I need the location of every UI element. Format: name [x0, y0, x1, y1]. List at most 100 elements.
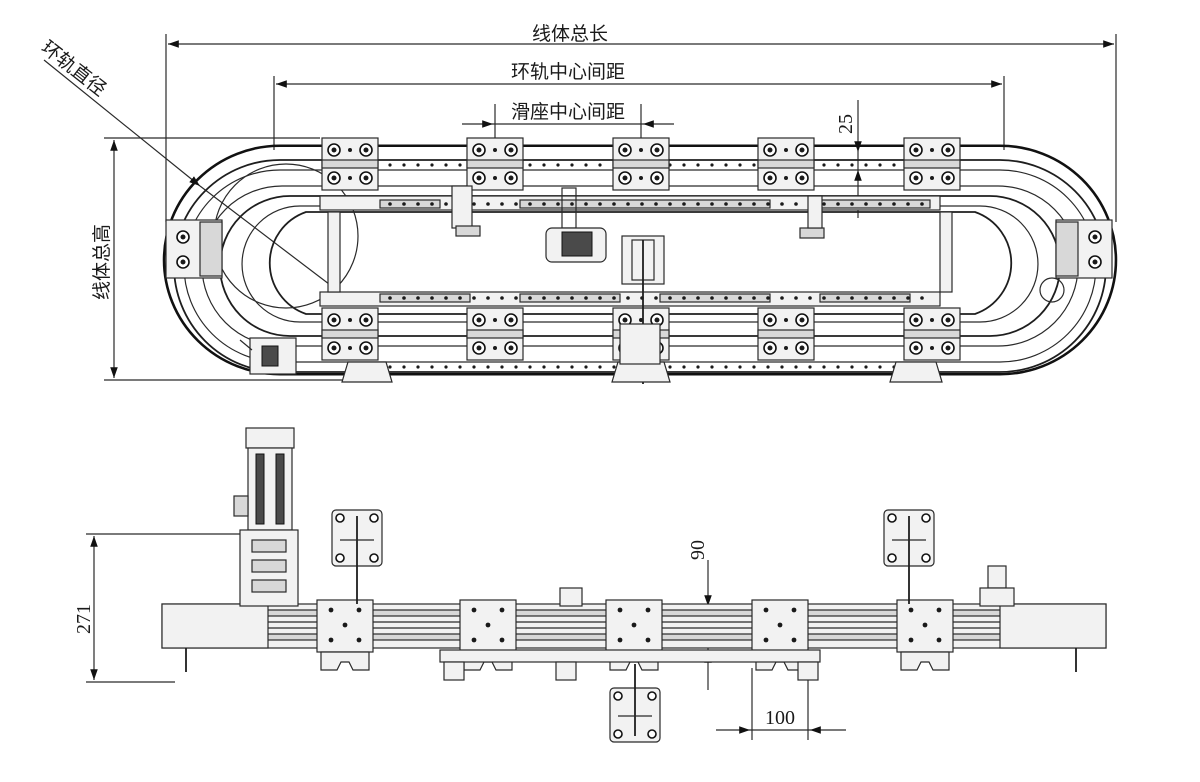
rail-hole: [458, 163, 462, 167]
slider-bolt-center: [945, 175, 951, 181]
rail-hole: [444, 163, 448, 167]
rail-hole: [458, 365, 462, 369]
rail-hole: [724, 202, 728, 206]
side-slider-hole: [936, 607, 942, 613]
side-slider-hole: [908, 637, 914, 643]
rail-hole: [514, 296, 518, 300]
rail-hole: [878, 365, 882, 369]
slider-band: [757, 329, 815, 339]
side-slider: [316, 599, 374, 671]
slider-bolt-center: [331, 317, 337, 323]
rail-hole: [472, 202, 476, 206]
rail-hole: [808, 365, 812, 369]
rail-hole: [850, 163, 854, 167]
side-slider-hole: [908, 607, 914, 613]
slider-bolt-center: [799, 147, 805, 153]
rail-hole: [612, 202, 616, 206]
rail-hole: [836, 365, 840, 369]
rail-hole: [514, 365, 518, 369]
rail-hole: [752, 163, 756, 167]
slider-bolt-center: [767, 147, 773, 153]
rail-hole: [500, 296, 504, 300]
rail-hole: [612, 365, 616, 369]
rail-hole: [696, 163, 700, 167]
rail-hole: [850, 296, 854, 300]
rail-hole: [710, 163, 714, 167]
rail-hole: [864, 202, 868, 206]
side-slider-hole: [328, 607, 334, 613]
rail-hole: [850, 202, 854, 206]
side-slider-hole: [922, 622, 928, 628]
slider-bolt-center: [331, 345, 337, 351]
rail-hole: [528, 202, 532, 206]
rail-hole: [738, 296, 742, 300]
slider-pin: [639, 176, 643, 180]
slider-bolt-center: [767, 317, 773, 323]
rail-hole: [710, 365, 714, 369]
slider-pin: [348, 318, 352, 322]
slider-bolt-center: [913, 317, 919, 323]
slider-pin: [639, 148, 643, 152]
slider-bolt-center: [799, 317, 805, 323]
rail-hole: [458, 296, 462, 300]
slider-bolt-center: [622, 317, 628, 323]
rail-hole: [416, 202, 420, 206]
slider-bolt-center: [476, 317, 482, 323]
side-slider-hole: [617, 637, 623, 643]
rail-hole: [696, 202, 700, 206]
rail-hole: [682, 365, 686, 369]
rail-hole: [878, 163, 882, 167]
slider-pin: [493, 148, 497, 152]
slider-bolt-center: [799, 175, 805, 181]
rail-hole: [654, 202, 658, 206]
slider-pin: [930, 148, 934, 152]
rail-hole: [486, 365, 490, 369]
rail-hole: [822, 365, 826, 369]
rail-hole: [612, 296, 616, 300]
rail-hole: [724, 163, 728, 167]
rail-hole: [780, 202, 784, 206]
side-slider-hole: [499, 607, 505, 613]
rail-hole: [766, 365, 770, 369]
slider-center-distance-label: 滑座中心间距: [511, 101, 625, 123]
rail-hole: [472, 365, 476, 369]
side-slider-hole: [936, 637, 942, 643]
slider-band: [612, 159, 670, 169]
rail-hole: [808, 296, 812, 300]
dim-slider-center-distance: 滑座中心间距: [462, 101, 674, 150]
side-slider-hole: [328, 637, 334, 643]
rail-hole: [570, 296, 574, 300]
slider-block: [466, 137, 524, 191]
rail-hole: [864, 365, 868, 369]
center-mechanism: [451, 185, 825, 384]
slider-bolt-center: [508, 345, 514, 351]
rail-hole: [556, 296, 560, 300]
rail-hole: [640, 202, 644, 206]
rail-hole: [752, 365, 756, 369]
slider-pin: [930, 176, 934, 180]
slider-block: [321, 307, 379, 361]
rail-hole: [430, 202, 434, 206]
rail-hole: [556, 365, 560, 369]
rail-hole: [402, 296, 406, 300]
bracket-right: [883, 509, 935, 604]
rail-hole: [836, 163, 840, 167]
side-slider-hole: [791, 637, 797, 643]
overall-height-label: 线体总高: [91, 224, 113, 300]
rail-hole: [850, 365, 854, 369]
rail-hole: [668, 365, 672, 369]
side-slider-foot: [320, 651, 370, 671]
rail-hole: [766, 296, 770, 300]
rail-hole: [738, 202, 742, 206]
slider-pin: [493, 318, 497, 322]
slider-bolt-center: [799, 345, 805, 351]
rail-hole: [486, 202, 490, 206]
side-slider-hole: [485, 622, 491, 628]
rail-hole: [500, 202, 504, 206]
rail-hole: [780, 296, 784, 300]
slider-pin: [639, 318, 643, 322]
rail-hole: [584, 163, 588, 167]
slider-bolt-center: [913, 175, 919, 181]
rail-hole: [388, 296, 392, 300]
